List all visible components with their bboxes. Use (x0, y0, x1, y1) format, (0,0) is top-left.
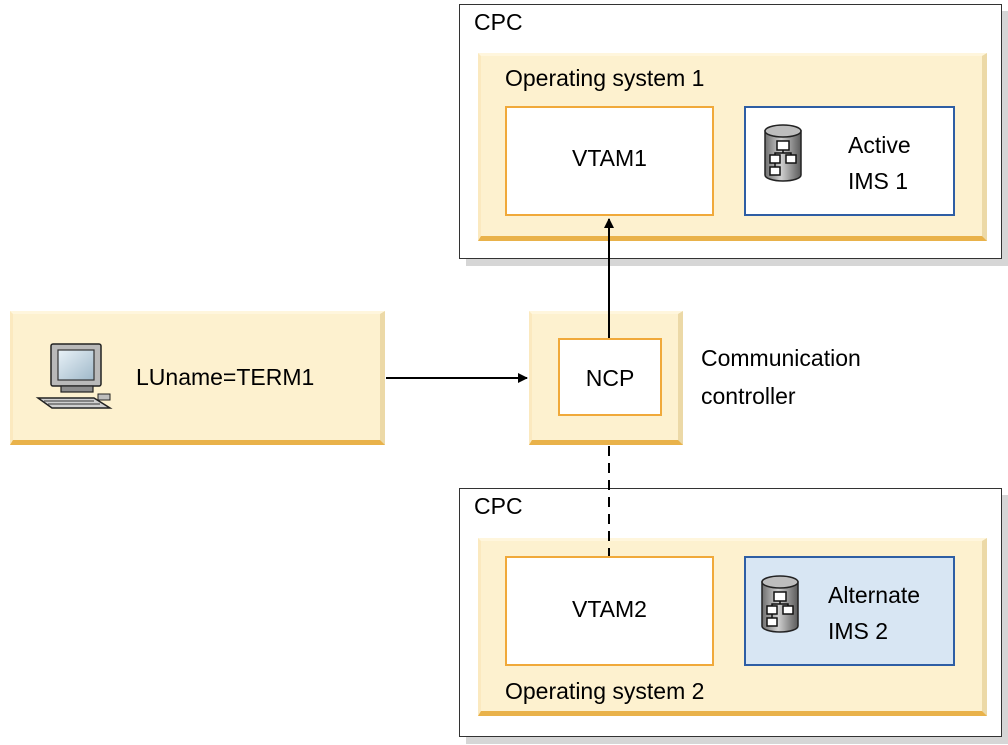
alternate-ims2-database-icon (761, 575, 799, 633)
controller-caption-line1: Communication (701, 345, 861, 371)
active-ims1-line2: IMS 1 (848, 168, 909, 194)
vtam1-box (505, 106, 714, 216)
os1-label: Operating system 1 (505, 65, 705, 91)
os2-label: Operating system 2 (505, 678, 705, 704)
alternate-ims2-line2: IMS 2 (828, 618, 889, 644)
computer-terminal-icon (34, 342, 114, 414)
terminal-label: LUname=TERM1 (136, 364, 315, 390)
controller-caption-line2: controller (701, 383, 796, 409)
active-ims1-database-icon (764, 124, 802, 182)
ncp-box (558, 338, 662, 416)
vtam1-label: VTAM1 (572, 145, 647, 171)
vtam2-label: VTAM2 (572, 596, 647, 622)
cpc-bottom-label: CPC (474, 493, 523, 519)
ncp-label: NCP (585, 365, 635, 391)
vtam2-box (505, 556, 714, 666)
active-ims1-line1: Active (848, 132, 911, 158)
alternate-ims2-line1: Alternate (828, 582, 921, 608)
cpc-top-label: CPC (474, 9, 523, 35)
